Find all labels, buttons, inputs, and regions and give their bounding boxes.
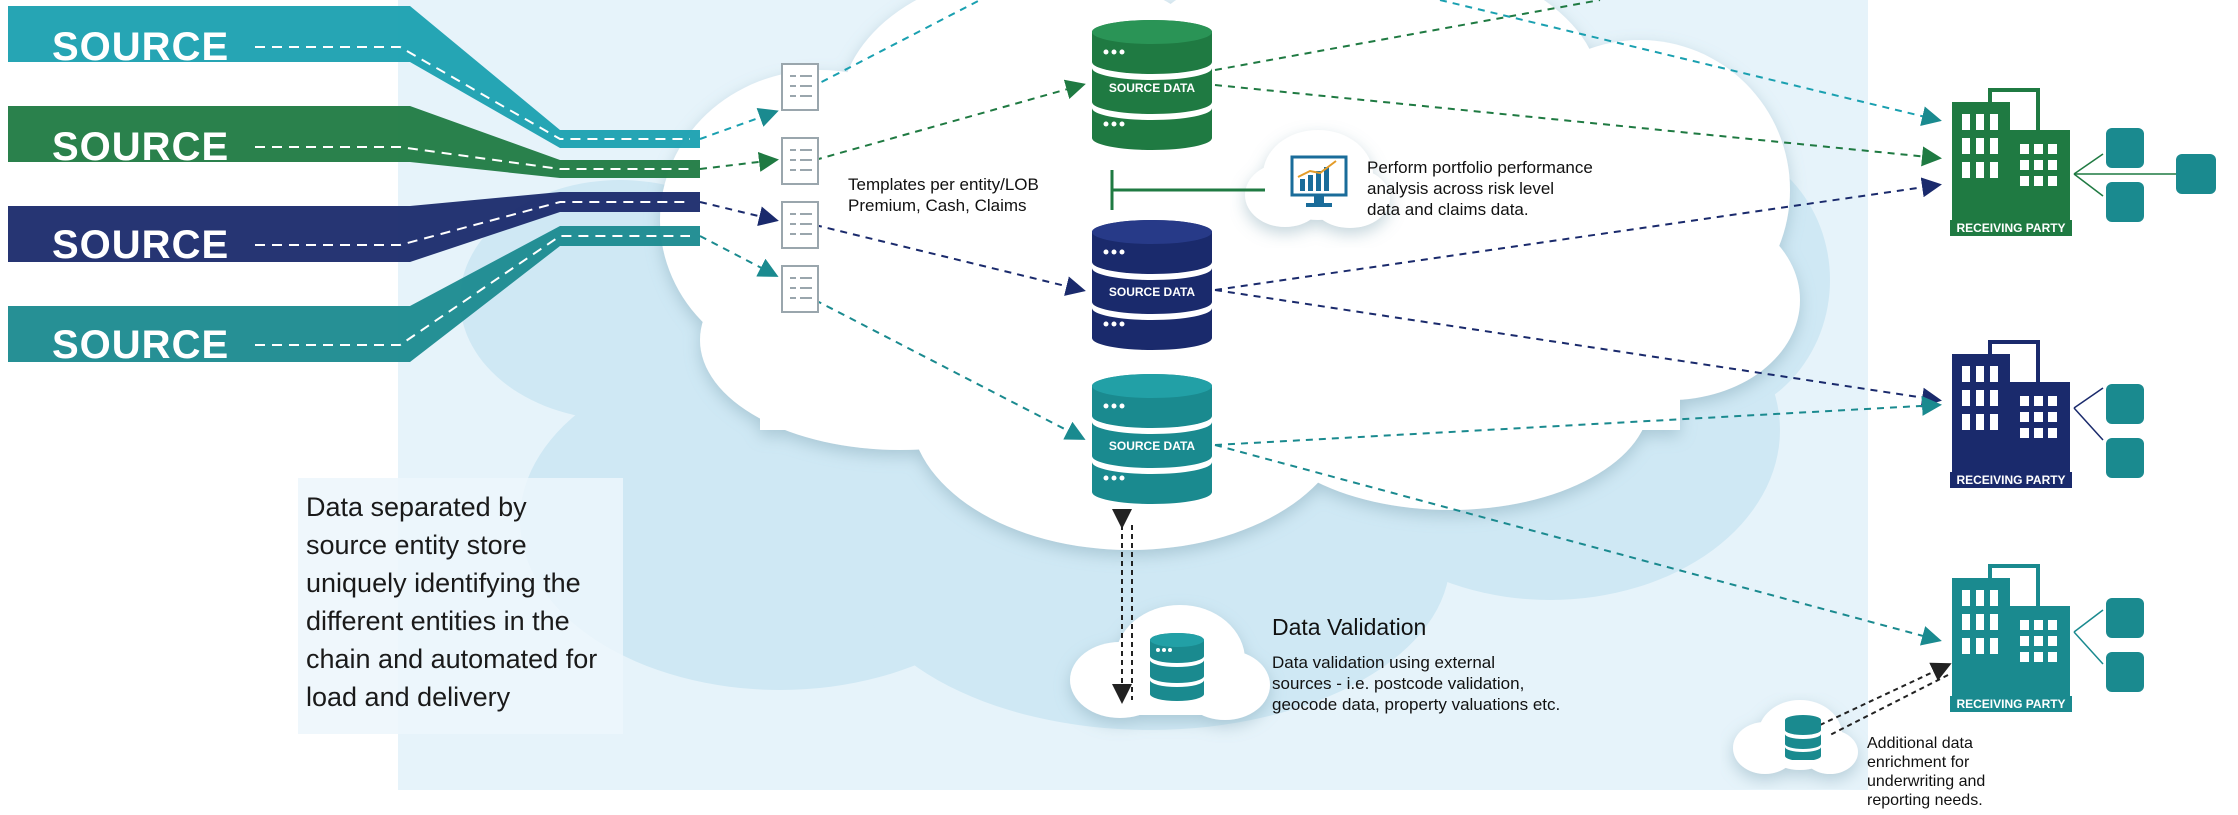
database-icon	[2106, 598, 2144, 692]
database-label-1: SOURCE DATA	[1109, 81, 1196, 95]
performance-text: Perform portfolio performance analysis a…	[1367, 158, 1593, 219]
templates-text: Templates per entity/LOB Premium, Cash, …	[848, 175, 1039, 215]
chart-monitor-icon	[1290, 155, 1348, 207]
source-label-3: SOURCE	[52, 223, 230, 267]
source-label-2: SOURCE	[52, 125, 230, 169]
building-icon: RECEIVING PARTY	[1950, 88, 2072, 236]
receiving-party-3: RECEIVING PARTY	[1950, 564, 2144, 712]
building-icon: RECEIVING PARTY	[1950, 340, 2072, 488]
performance-connector	[1110, 170, 1265, 210]
receiving-party-2: RECEIVING PARTY	[1950, 340, 2144, 488]
receiving-party-label-2: RECEIVING PARTY	[1956, 473, 2065, 487]
validation-database-icon	[1150, 633, 1204, 701]
validation-title: Data Validation	[1272, 614, 1427, 640]
enrichment-database-icon	[1785, 715, 1821, 760]
source-label-4: SOURCE	[52, 323, 230, 367]
source-database-navy: SOURCE DATA	[1092, 220, 1212, 350]
receiving-party-1: RECEIVING PARTY	[1950, 88, 2216, 236]
source-database-green: SOURCE DATA	[1092, 20, 1212, 150]
database-icon	[2106, 384, 2144, 478]
validation-text: Data validation using external sources -…	[1272, 653, 1561, 714]
caption-text: Data separated by source entity store un…	[306, 492, 598, 712]
receiving-party-label-3: RECEIVING PARTY	[1956, 697, 2065, 711]
source-band-4	[8, 226, 700, 362]
source-band-3	[8, 192, 700, 262]
source-band-1	[8, 6, 700, 148]
template-icons	[781, 63, 819, 313]
database-icon	[2106, 128, 2216, 222]
receiving-party-label-1: RECEIVING PARTY	[1956, 221, 2065, 235]
caption-box	[298, 478, 623, 734]
source-database-teal: SOURCE DATA	[1092, 374, 1212, 504]
enrichment-text: Additional data enrichment for underwrit…	[1867, 735, 1986, 809]
source-funnel	[8, 6, 700, 362]
source-band-2	[8, 106, 700, 178]
source-label-1: SOURCE	[52, 25, 230, 69]
building-icon: RECEIVING PARTY	[1950, 564, 2072, 712]
database-label-2: SOURCE DATA	[1109, 285, 1196, 299]
database-label-3: SOURCE DATA	[1109, 439, 1196, 453]
